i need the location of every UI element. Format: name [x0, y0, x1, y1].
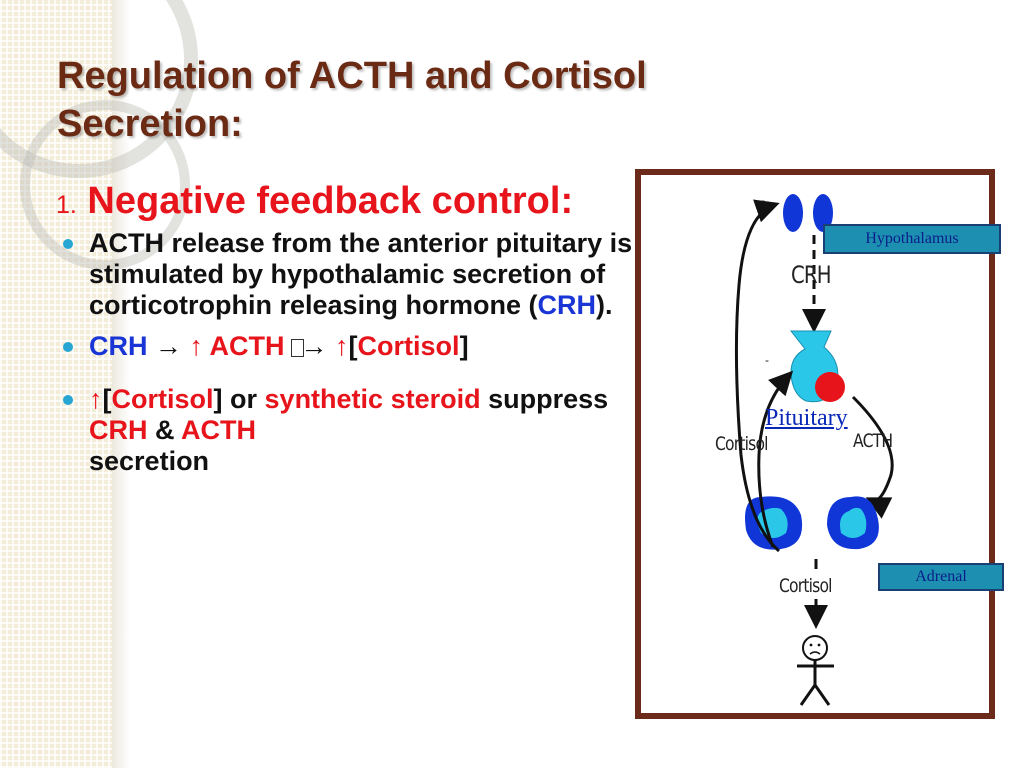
bullet1-text-end: ). [596, 290, 613, 320]
adrenal-label: Adrenal [878, 563, 1004, 591]
decorative-ring-middle [20, 100, 190, 270]
handwritten-acth-label: ACTH [853, 430, 893, 452]
minus-sign-hypothalamus: - [761, 193, 765, 207]
adrenal-inner-right [840, 507, 867, 538]
bullet3-acth: ACTH [181, 415, 257, 445]
bracket-open: [ [348, 331, 358, 361]
bullet-crh-cascade: CRH → ↑ ACTH→ ↑[Cortisol] [56, 331, 636, 362]
arrow-up-icon: ↑ [89, 384, 103, 414]
minus-sign-pituitary: - [765, 353, 769, 367]
handwritten-cortisol-label-bottom: Cortisol [779, 575, 832, 597]
bracket-close: ] [459, 331, 469, 361]
bullet2-crh-rh: RH [108, 331, 148, 361]
bullet1-crh: CRH [537, 290, 597, 320]
pituitary-label: Pituitary [765, 405, 848, 431]
bullet-cortisol-suppression: ↑[Cortisol] or synthetic steroid suppres… [56, 384, 636, 477]
slide-title-line1: Regulation of ACTH and Cortisol [57, 55, 647, 97]
section-heading: 1. Negative feedback control: [56, 182, 636, 224]
bullet3-ampersand: & [155, 415, 175, 445]
cortisol-feedback-loop-long [734, 199, 780, 553]
bullet2-acth: ACTH [209, 331, 285, 361]
arrow-up-icon: ↑ [189, 331, 204, 361]
handwritten-crh-label: CRH [791, 261, 832, 289]
cortisol-feedback-loop-short [757, 370, 794, 548]
person-eye-left [809, 643, 813, 647]
person-eye-right [817, 643, 821, 647]
section-heading-text: Negative feedback control: [87, 180, 574, 222]
person-leg-right [813, 684, 831, 706]
bullet2-crh-c: C [89, 331, 109, 361]
arrow-up-icon: ↑ [335, 331, 349, 361]
hypothalamus-label: Hypothalamus [823, 224, 1001, 254]
feedback-diagram: - - CRH ACTH Cortisol Cortisol Pituitary [635, 169, 995, 719]
slide-body: 1. Negative feedback control: ACTH relea… [56, 182, 636, 487]
person-head [802, 635, 828, 661]
acth-arrow [851, 395, 894, 519]
slide-title-line2: Secretion: [57, 103, 243, 145]
bracket-open: [ [102, 384, 112, 414]
bullet-acth-release: ACTH release from the anterior pituitary… [56, 228, 636, 321]
bullet2-cortisol: Cortisol [357, 331, 460, 361]
slide-title: Regulation of ACTH and Cortisol Secretio… [57, 52, 757, 148]
section-number: 1. [56, 191, 77, 219]
bullet3-secretion: secretion [89, 446, 210, 476]
arrow-right-icon: → [155, 331, 183, 361]
bullet3-suppress: suppress [488, 384, 609, 414]
bracket-close-or: ] or [213, 384, 258, 414]
feedback-diagram-drawing [734, 194, 894, 706]
bullet1-text-start: ACTH release from the anterior pituitary… [89, 228, 633, 320]
pituitary-red-dot [815, 372, 845, 402]
hypothalamus-lobe-right [813, 194, 833, 232]
bullet-list: ACTH release from the anterior pituitary… [56, 228, 636, 477]
hypothalamus-lobe-left [783, 194, 803, 232]
bullet3-cortisol: Cortisol [111, 384, 214, 414]
person-mouth [809, 651, 821, 655]
bullet3-crh: CRH [89, 415, 148, 445]
missing-glyph-icon [290, 339, 304, 357]
person-leg-left [799, 684, 817, 706]
bullet3-synthetic-steroid: synthetic steroid [264, 384, 481, 414]
handwritten-cortisol-label-left: Cortisol [715, 433, 768, 455]
arrow-right-icon: → [300, 331, 328, 361]
